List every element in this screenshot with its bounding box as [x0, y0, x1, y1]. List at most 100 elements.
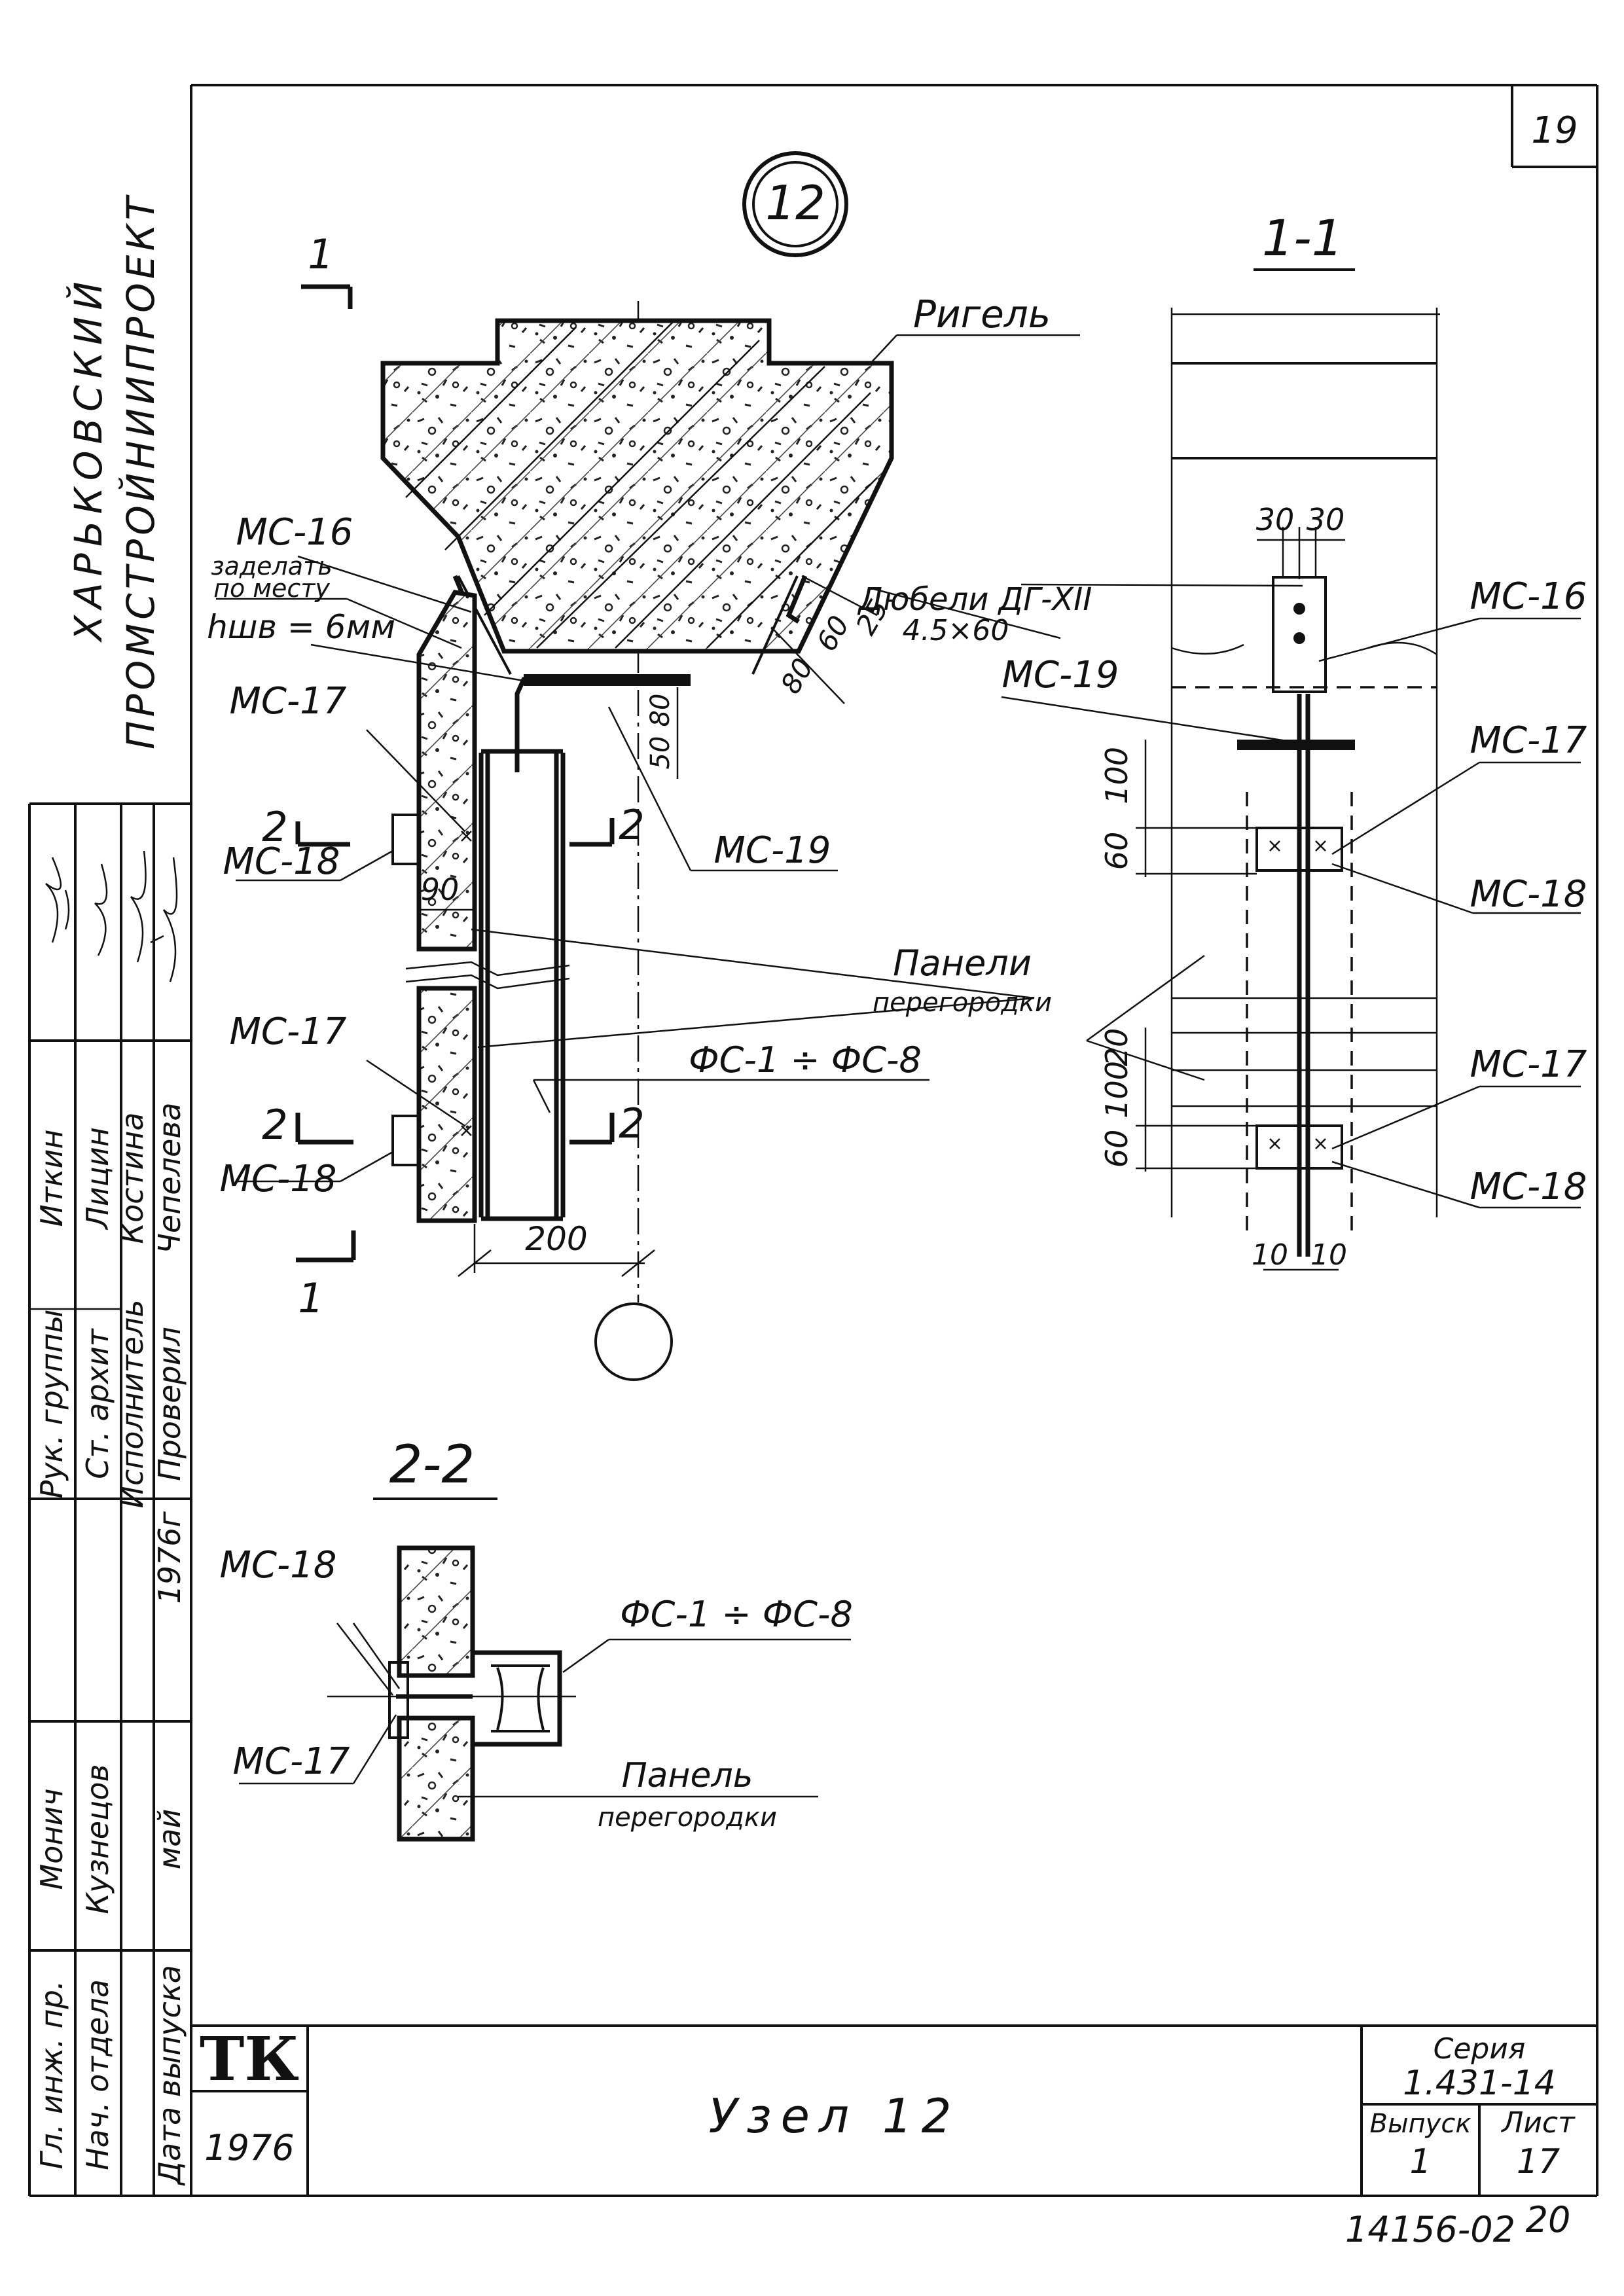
labels-section-1-1: МС-16 МС-19 МС-17 МС-18 МС-17 МС-18 — [1002, 575, 1587, 1208]
label-panel-2-2-2: перегородки — [598, 1803, 777, 1833]
plate-mc19 — [524, 674, 691, 686]
label-rigel: Ригель — [913, 292, 1051, 336]
panel-2-2-top — [397, 1545, 475, 1678]
label-mc17-section-bottom: МС-17 — [1470, 1043, 1587, 1086]
svg-text:80: 80 — [645, 694, 676, 727]
name-litsin: Лицин — [80, 1127, 115, 1230]
svg-text:80: 80 — [774, 653, 820, 699]
svg-text:100: 100 — [1099, 1061, 1134, 1119]
label-mc18-section-bottom: МС-18 — [1470, 1166, 1587, 1208]
label-mc16-section: МС-16 — [1470, 575, 1587, 618]
archive-number: 14156-02 — [1345, 2209, 1515, 2250]
svg-text:2: 2 — [619, 1100, 644, 1147]
frame-tube-2-2 — [473, 1650, 562, 1747]
role-ruk-gruppy: Рук. группы — [34, 1309, 69, 1498]
section-mark-1-bottom: 1 — [296, 1230, 356, 1322]
date-month: май — [152, 1809, 187, 1870]
label-panels-1: Панели — [893, 942, 1032, 984]
svg-text:60: 60 — [1099, 1130, 1134, 1168]
sheet-frame — [29, 84, 1598, 2197]
label-panels-2: перегородки — [873, 988, 1052, 1018]
svg-text:200: 200 — [525, 1220, 587, 1258]
panel-2-2-bottom — [397, 1715, 475, 1842]
angle-mc16-right — [785, 575, 808, 624]
labels-section-2-2: МС-18 МС-17 ФС-1 ÷ ФС-8 Панель перегород… — [220, 1544, 853, 1833]
name-kuznetsov: Кузнецов — [80, 1764, 115, 1914]
sheet-label: Лист — [1500, 2106, 1576, 2140]
title-logo: ТК — [200, 2024, 299, 2094]
title-block — [191, 2024, 1597, 2196]
node-number: 12 — [765, 175, 825, 230]
section-mark-2a: 2 2 — [262, 801, 644, 851]
role-gl-inzh: Гл. инж. пр. — [34, 1981, 69, 2170]
series-value: 1.431-14 — [1403, 2064, 1556, 2103]
signature-strip — [28, 802, 191, 2196]
series-label: Серия — [1434, 2032, 1526, 2066]
node-marker: 12 — [742, 151, 848, 257]
leaders-main — [216, 334, 1080, 1183]
drawing-title: Узел 12 — [709, 2089, 961, 2144]
svg-text:10: 10 — [1310, 1238, 1347, 1272]
svg-text:100: 100 — [1099, 747, 1134, 804]
label-mc18-section-top: МС-18 — [1470, 873, 1587, 916]
rigel-hatch — [405, 320, 878, 649]
label-weld-note-1: заделать — [211, 552, 332, 581]
clip-mc18-bottom — [391, 1115, 420, 1166]
label-fc-range-2-2: ФС-1 ÷ ФС-8 — [620, 1594, 853, 1635]
frame-fc — [478, 749, 566, 1221]
label-mc17-main-top: МС-17 — [230, 680, 347, 723]
role-proveril: Проверил — [152, 1327, 187, 1481]
dim-90: 90 — [419, 872, 475, 911]
archive-suffix: 20 — [1526, 2199, 1571, 2240]
dim-200: 200 — [458, 1220, 655, 1277]
svg-text:30: 30 — [1307, 502, 1345, 537]
name-kostina: Костина — [115, 1112, 150, 1244]
svg-text:2: 2 — [262, 803, 287, 851]
mc19-plate-section — [1237, 740, 1355, 750]
date-year: 1976г — [152, 1511, 187, 1604]
organisation-name: ХАРЬКОВСКИЙ ПРОМСТРОЙНИИПРОЕКТ — [65, 193, 163, 749]
axis-bubble — [594, 1302, 673, 1381]
signature-roles: Рук. группы Ст. архит Исполнитель Провер… — [34, 1102, 187, 2185]
section-1-1-title: 1-1 — [1262, 209, 1343, 267]
section-mark-2b: 2 2 — [262, 1100, 644, 1149]
label-panel-1-2-2: Панель — [622, 1756, 753, 1795]
labels-main: Ригель МС-16 заделать по месту hшв = 6мм… — [207, 292, 1092, 1200]
label-mc18-main-top: МС-18 — [223, 840, 340, 883]
label-mc16-main: МС-16 — [236, 511, 353, 554]
role-st-arkhit: Ст. архит — [80, 1328, 115, 1479]
label-weld-note-2: по месту — [213, 574, 330, 603]
panel-left-lower — [416, 986, 477, 1223]
svg-text:1: 1 — [308, 230, 333, 278]
label-mc19-section: МС-19 — [1002, 654, 1119, 696]
label-mc18-2-2: МС-18 — [220, 1544, 337, 1587]
name-itkin: Иткин — [34, 1130, 69, 1227]
label-fc-range-main: ФС-1 ÷ ФС-8 — [689, 1039, 922, 1081]
dim-50-80: 50 80 — [645, 687, 679, 779]
svg-text:10: 10 — [1252, 1238, 1288, 1272]
section-mark-1-top: 1 — [301, 230, 353, 309]
svg-text:50: 50 — [645, 736, 676, 770]
label-mc17-2-2: МС-17 — [233, 1740, 350, 1783]
svg-text:2: 2 — [262, 1101, 287, 1149]
label-weld-height: hшв = 6мм — [207, 608, 395, 646]
section-1-1: 1-1 30 30 — [1001, 209, 1581, 1272]
label-mc17-section-top: МС-17 — [1470, 719, 1587, 762]
page-number: 19 — [1531, 109, 1578, 152]
label-mc18-main-bottom: МС-18 — [220, 1158, 337, 1200]
role-nach-otdela: Нач. отдела — [80, 1979, 115, 2170]
svg-text:2: 2 — [619, 801, 644, 849]
clip-section-top — [1255, 827, 1343, 872]
panel-left — [416, 590, 477, 952]
role-ispolnitel: Исполнитель — [115, 1300, 150, 1509]
label-mc19-main: МС-19 — [714, 829, 831, 872]
section-2-2: 2-2 — [239, 1434, 851, 1842]
section-2-2-title: 2-2 — [389, 1434, 475, 1495]
label-dowels-2: 4.5×60 — [903, 614, 1009, 647]
break-line — [405, 961, 570, 977]
anchor-bar — [514, 677, 543, 772]
date-label: Дата выпуска — [152, 1965, 187, 2186]
name-monich: Монич — [34, 1789, 69, 1890]
svg-text:30: 30 — [1256, 502, 1295, 537]
